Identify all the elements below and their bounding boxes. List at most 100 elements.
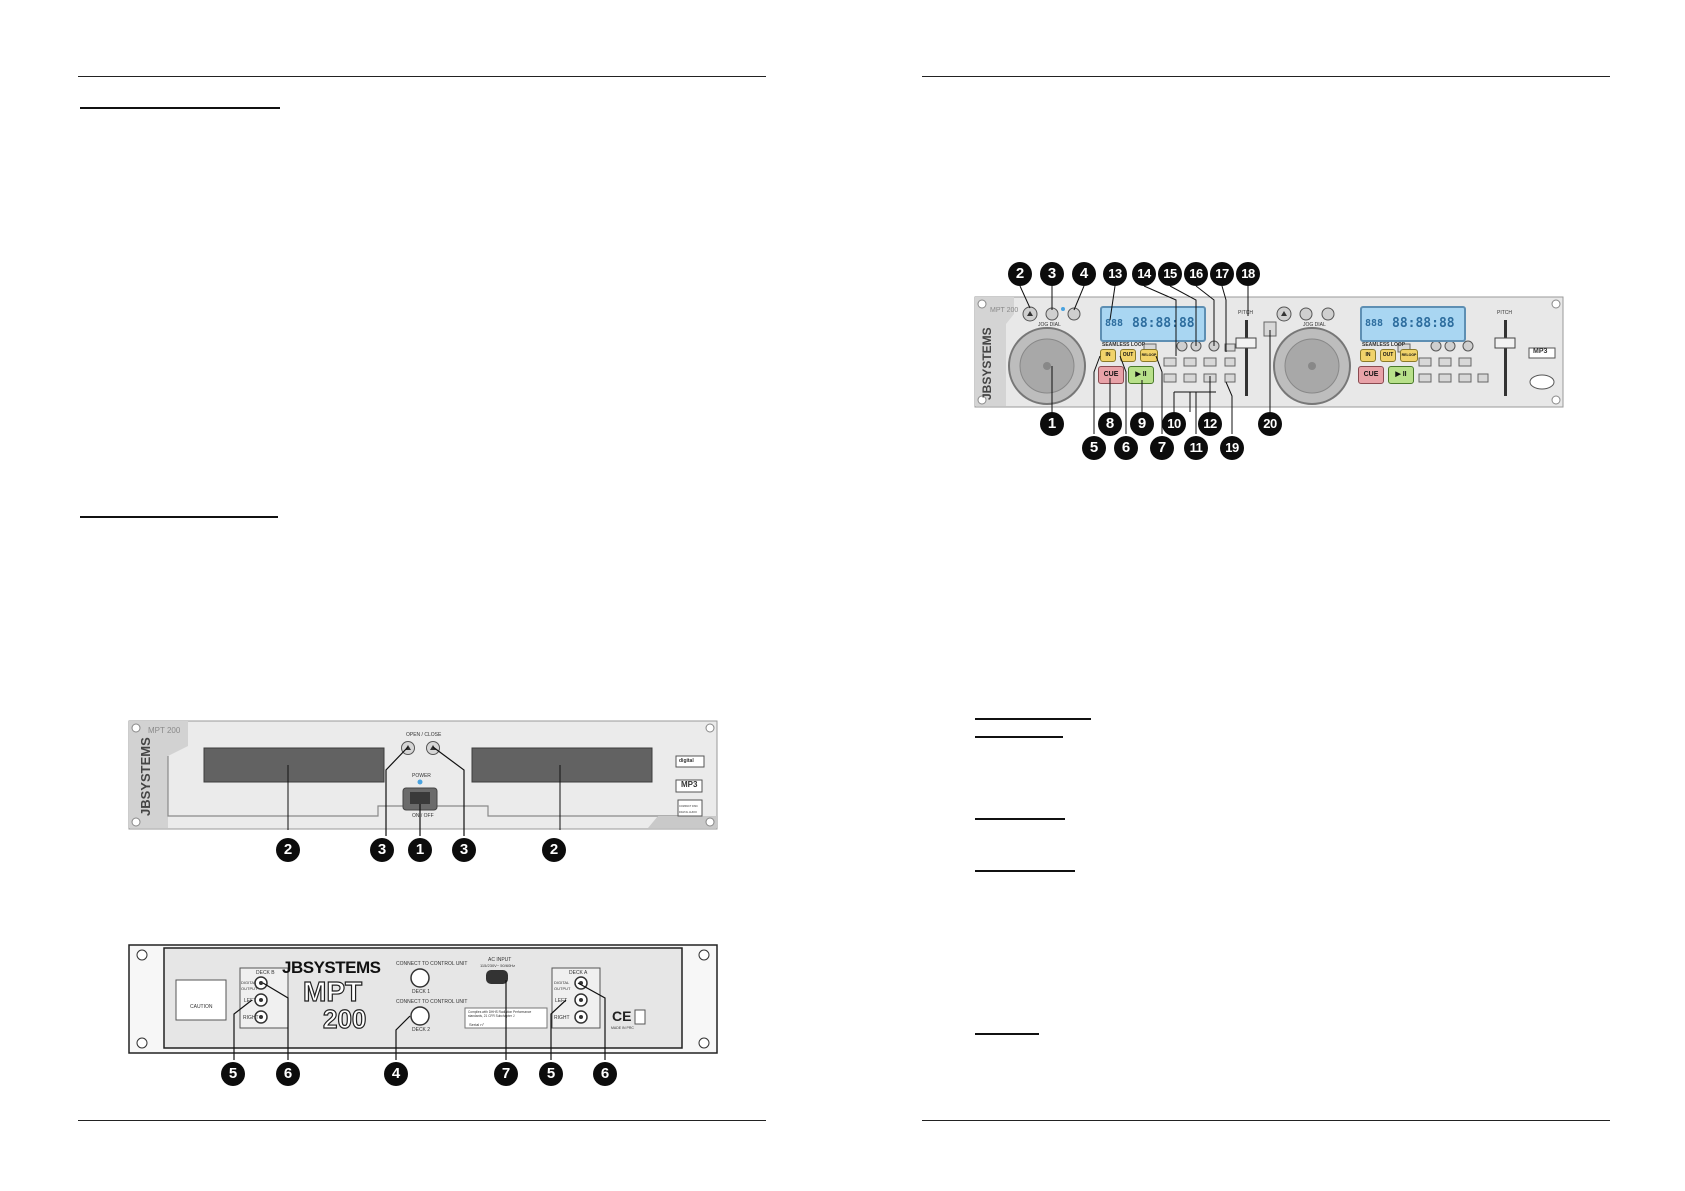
rear-compliance: Complies with DHHS Radiation Performance… [468,1010,532,1018]
rear-caution: CAUTION [190,1004,213,1010]
lcd-display-left: 888 88:88:88 [1100,306,1206,342]
rear-left-a: LEFT [555,998,568,1004]
cue-button-right[interactable]: CUE [1358,366,1384,384]
rear-connect-2: CONNECT TO CONTROL UNIT [396,999,468,1005]
lcd-time-left: 88:88:88 [1132,316,1195,331]
rear-callout-5-left: 5 [221,1062,245,1086]
rear-left-b: LEFT [244,998,257,1004]
control-callout-4: 4 [1072,262,1096,286]
rear-callout-6-right: 6 [593,1062,617,1086]
control-callout-11: 11 [1184,436,1208,460]
rear-digital-output-a: DIGITAL OUTPUT [554,980,571,991]
rear-deck1: DECK 1 [412,989,431,995]
control-callout-14: 14 [1132,262,1156,286]
control-callout-1: 1 [1040,412,1064,436]
lcd-time-right: 88:88:88 [1392,316,1455,331]
rear-model-a: MPT [302,975,363,1007]
rear-right-b: RIGHT [243,1015,259,1021]
control-callout-15: 15 [1158,262,1182,286]
lcd-small-left: 888 [1105,318,1124,329]
jog-label-left: JOG DIAL [1038,322,1061,328]
control-unit-panel: JBSYSTEMS MPT 200 JOG DIAL JOG DIAL PITC… [974,296,1564,408]
rear-brand: JBSYSTEMS [282,958,381,977]
rear-right-a: RIGHT [554,1015,570,1021]
control-callout-6: 6 [1114,436,1138,460]
loop-out-button-left[interactable]: OUT [1120,349,1136,362]
control-callout-17: 17 [1210,262,1234,286]
front-callout-3-right: 3 [452,838,476,862]
left-page-top-rule [78,76,766,77]
right-page-bottom-rule [922,1120,1610,1121]
logo-cd: COMPACT DISC DIGITAL AUDIO [679,805,698,814]
control-callout-9: 9 [1130,412,1154,436]
rear-connect-1: CONNECT TO CONTROL UNIT [396,961,468,967]
control-unit-drawing [974,296,1564,408]
control-callout-18: 18 [1236,262,1260,286]
rear-callout-4: 4 [384,1062,408,1086]
front-panel-drawing [128,720,718,830]
rear-model-b: 200 [322,1003,367,1034]
cue-button-left[interactable]: CUE [1098,366,1124,384]
rear-ac-input: AC INPUT [488,957,512,963]
control-callout-12: 12 [1198,412,1222,436]
control-model-label: MPT 200 [990,307,1019,314]
play-pause-button-left[interactable]: ▶ II [1128,366,1154,384]
rear-ce-mark: CE [612,1008,632,1024]
rear-callout-7: 7 [494,1062,518,1086]
left-heading-underline-2 [80,516,278,518]
front-model-label: MPT 200 [148,726,181,735]
rear-made-in: MADE IN PRC [611,1026,634,1030]
player-front-panel: JBSYSTEMS MPT 200 OPEN / CLOSE POWER ON … [128,720,718,830]
control-callout-13: 13 [1103,262,1127,286]
on-off-label: ON / OFF [412,813,434,819]
control-callout-3: 3 [1040,262,1064,286]
control-callout-16: 16 [1184,262,1208,286]
pitch-label-left: PITCH [1238,310,1253,316]
control-callout-2: 2 [1008,262,1032,286]
rear-digital-output-b: DIGITAL OUTPUT [241,980,258,991]
right-page-top-rule [922,76,1610,77]
front-callout-3-left: 3 [370,838,394,862]
loop-in-button-right[interactable]: IN [1360,349,1376,362]
reloop-button-left[interactable]: RELOOP [1140,349,1158,362]
rear-serial: Serial n° [469,1022,485,1027]
mp3-logo: MP3 [1533,348,1548,355]
logo-digital: digital [679,758,694,764]
player-rear-panel: CAUTION DECK B DIGITAL OUTPUT LEFT RIGHT… [128,944,718,1054]
control-callout-20: 20 [1258,412,1282,436]
front-brand-vertical: JBSYSTEMS [138,737,153,816]
right-heading-underline-5 [975,1033,1039,1035]
left-heading-underline-1 [80,107,280,109]
lcd-small-right: 888 [1365,318,1384,329]
right-heading-underline-4 [975,870,1075,872]
control-callout-7: 7 [1150,436,1174,460]
front-callout-2-left: 2 [276,838,300,862]
front-callout-2-right: 2 [542,838,566,862]
rear-deck2: DECK 2 [412,1027,431,1033]
pitch-label-right: PITCH [1497,310,1512,316]
control-brand-vertical: JBSYSTEMS [980,327,994,400]
logo-mp3: MP3 [681,780,698,789]
control-callout-8: 8 [1098,412,1122,436]
reloop-button-right[interactable]: RELOOP [1400,349,1418,362]
left-page-bottom-rule [78,1120,766,1121]
rear-deck-b: DECK B [256,970,275,976]
control-callout-10: 10 [1162,412,1186,436]
rear-callout-6-left: 6 [276,1062,300,1086]
play-pause-button-right[interactable]: ▶ II [1388,366,1414,384]
seamless-loop-left: SEAMLESS LOOP [1102,342,1146,348]
front-callout-1: 1 [408,838,432,862]
loop-out-button-right[interactable]: OUT [1380,349,1396,362]
right-heading-underline-3 [975,818,1065,820]
rear-deck-a: DECK A [569,970,588,976]
right-heading-underline-2 [975,736,1063,738]
loop-in-button-left[interactable]: IN [1100,349,1116,362]
right-heading-underline-1 [975,718,1091,720]
rear-callout-5-right: 5 [539,1062,563,1086]
control-callout-5: 5 [1082,436,1106,460]
control-callout-19: 19 [1220,436,1244,460]
rear-ac-spec: 115/230V~ 50/60Hz [480,963,516,968]
seamless-loop-right: SEAMLESS LOOP [1362,342,1406,348]
jog-label-right: JOG DIAL [1303,322,1326,328]
lcd-display-right: 888 88:88:88 [1360,306,1466,342]
